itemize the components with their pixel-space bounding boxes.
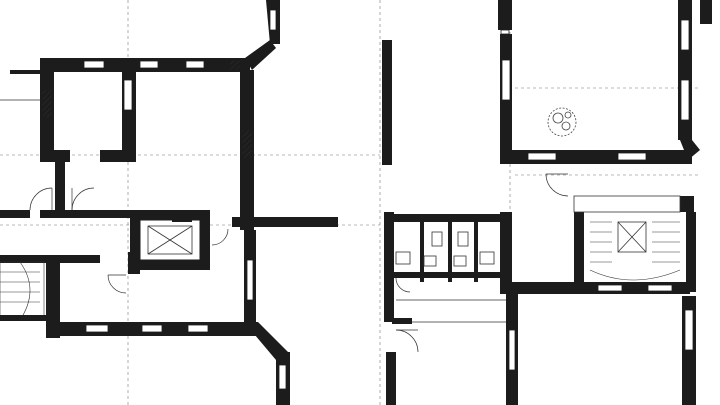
right-building bbox=[382, 0, 712, 405]
tree-symbol bbox=[547, 107, 577, 137]
left-staircase bbox=[0, 261, 45, 321]
right-staircase bbox=[589, 221, 681, 281]
left-building bbox=[0, 0, 338, 405]
